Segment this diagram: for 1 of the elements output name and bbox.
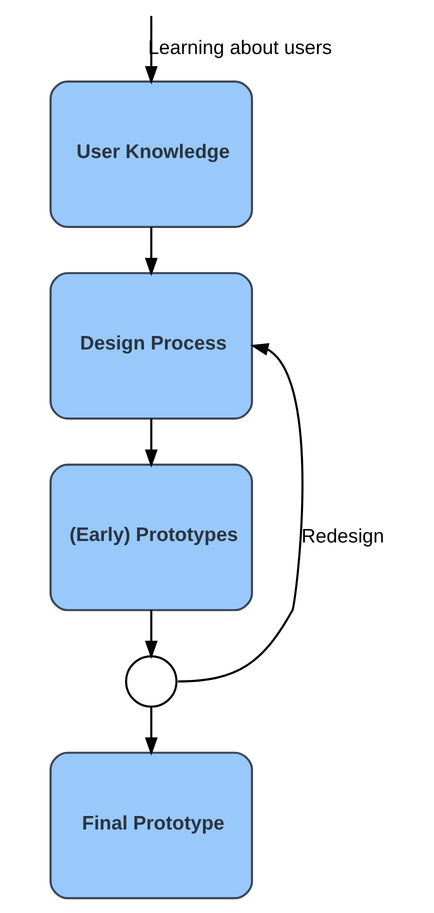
edge-label: Redesign (302, 526, 384, 548)
